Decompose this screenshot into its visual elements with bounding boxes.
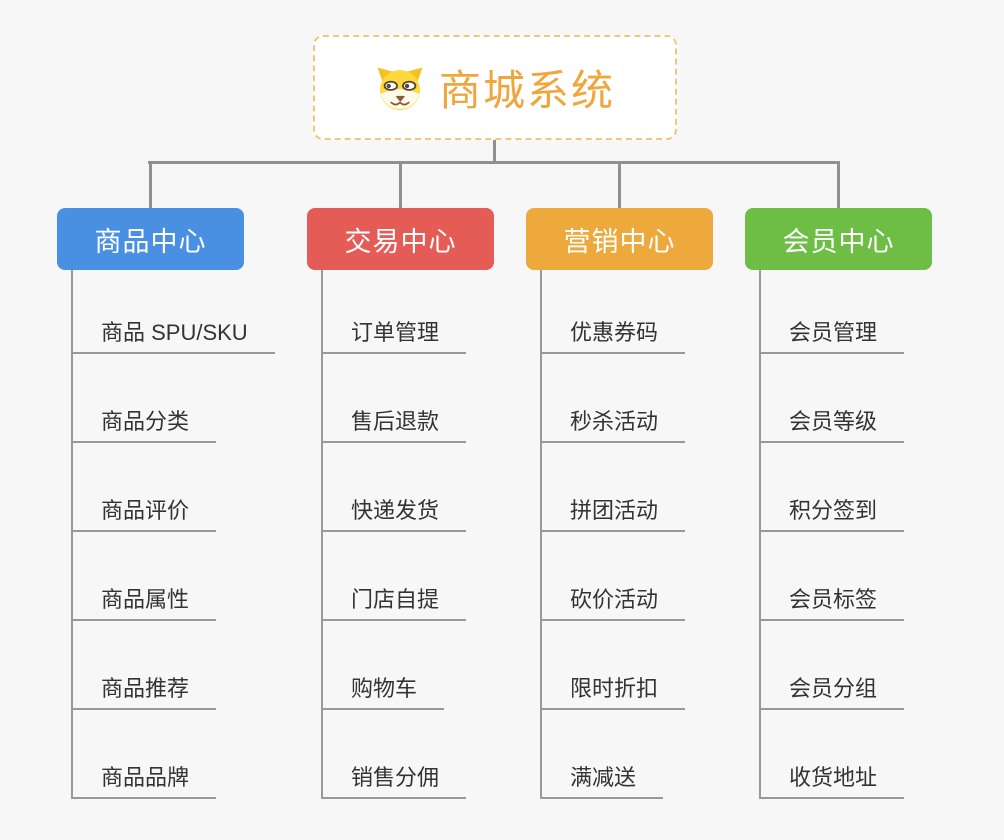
leaf-label: 快递发货	[351, 498, 440, 523]
leaf-label: 商品评价	[101, 498, 190, 523]
leaf-node[interactable]: 会员等级	[759, 403, 905, 443]
leaf-node[interactable]: 购物车	[321, 670, 445, 710]
connector-trunk	[540, 270, 542, 799]
leaf-node[interactable]: 销售分佣	[321, 759, 467, 799]
leaf-node[interactable]: 优惠券码	[540, 314, 686, 354]
leaf-label: 售后退款	[351, 409, 440, 434]
branch-label: 会员中心	[782, 226, 895, 257]
leaf-node[interactable]: 会员分组	[759, 670, 905, 710]
leaf-label: 销售分佣	[351, 765, 440, 790]
leaf-node[interactable]: 订单管理	[321, 314, 467, 354]
leaf-label: 商品推荐	[101, 676, 190, 701]
leaf-node[interactable]: 商品属性	[71, 581, 217, 621]
leaf-label: 会员管理	[789, 320, 878, 345]
connector-branch-drop	[837, 161, 840, 208]
leaf-label: 会员分组	[789, 676, 878, 701]
connector-bus	[148, 161, 840, 164]
leaf-node[interactable]: 秒杀活动	[540, 403, 686, 443]
leaf-label: 砍价活动	[570, 587, 659, 612]
leaf-node[interactable]: 门店自提	[321, 581, 467, 621]
leaf-label: 商品属性	[101, 587, 190, 612]
leaf-node[interactable]: 商品 SPU/SKU	[71, 314, 275, 354]
leaf-node[interactable]: 商品推荐	[71, 670, 217, 710]
branch-node-2[interactable]: 交易中心	[307, 208, 494, 270]
branch-column: 营销中心优惠券码秒杀活动拼团活动砍价活动限时折扣满减送	[526, 208, 766, 840]
leaf-node[interactable]: 会员管理	[759, 314, 905, 354]
leaf-node[interactable]: 积分签到	[759, 492, 905, 532]
root-title: 商城系统	[438, 67, 615, 114]
leaf-label: 门店自提	[351, 587, 440, 612]
leaf-node[interactable]: 砍价活动	[540, 581, 686, 621]
leaf-label: 满减送	[570, 765, 637, 790]
leaf-label: 商品品牌	[101, 765, 190, 790]
connector-branch-drop	[618, 161, 621, 208]
branch-column: 商品中心商品 SPU/SKU 商品分类商品评价商品属性商品推荐商品品牌	[57, 208, 297, 840]
leaf-node[interactable]: 售后退款	[321, 403, 467, 443]
dog-face-icon	[375, 64, 425, 111]
leaf-label: 会员标签	[789, 587, 878, 612]
connector-branch-drop	[399, 161, 402, 208]
connector-trunk	[759, 270, 761, 799]
branch-label: 商品中心	[94, 226, 207, 257]
leaf-label: 商品 SPU/SKU	[101, 320, 248, 345]
branch-label: 营销中心	[563, 226, 676, 257]
connector-branch-drop	[149, 161, 152, 208]
leaf-label: 收货地址	[789, 765, 878, 790]
leaf-node[interactable]: 商品品牌	[71, 759, 217, 799]
branch-label: 交易中心	[344, 226, 457, 257]
connector-trunk	[71, 270, 73, 799]
leaf-label: 限时折扣	[570, 676, 659, 701]
leaf-label: 购物车	[351, 676, 418, 701]
leaf-label: 订单管理	[351, 320, 440, 345]
leaf-label: 秒杀活动	[570, 409, 659, 434]
branch-column: 交易中心订单管理售后退款快递发货门店自提购物车销售分佣	[307, 208, 547, 840]
leaf-label: 积分签到	[789, 498, 878, 523]
leaf-node[interactable]: 快递发货	[321, 492, 467, 532]
root-node[interactable]: 商城系统	[313, 35, 677, 140]
leaf-label: 拼团活动	[570, 498, 659, 523]
leaf-node[interactable]: 拼团活动	[540, 492, 686, 532]
connector-root-drop	[493, 139, 496, 163]
connector-trunk	[321, 270, 323, 799]
leaf-node[interactable]: 收货地址	[759, 759, 905, 799]
leaf-node[interactable]: 商品分类	[71, 403, 217, 443]
leaf-node[interactable]: 限时折扣	[540, 670, 686, 710]
branch-node-1[interactable]: 商品中心	[57, 208, 244, 270]
leaf-node[interactable]: 商品评价	[71, 492, 217, 532]
leaf-label: 优惠券码	[570, 320, 659, 345]
branch-node-4[interactable]: 会员中心	[745, 208, 932, 270]
leaf-label: 商品分类	[101, 409, 190, 434]
leaf-node[interactable]: 会员标签	[759, 581, 905, 621]
branch-node-3[interactable]: 营销中心	[526, 208, 713, 270]
branch-column: 会员中心会员管理会员等级积分签到会员标签会员分组收货地址	[745, 208, 985, 840]
leaf-label: 会员等级	[789, 409, 878, 434]
leaf-node[interactable]: 满减送	[540, 759, 664, 799]
